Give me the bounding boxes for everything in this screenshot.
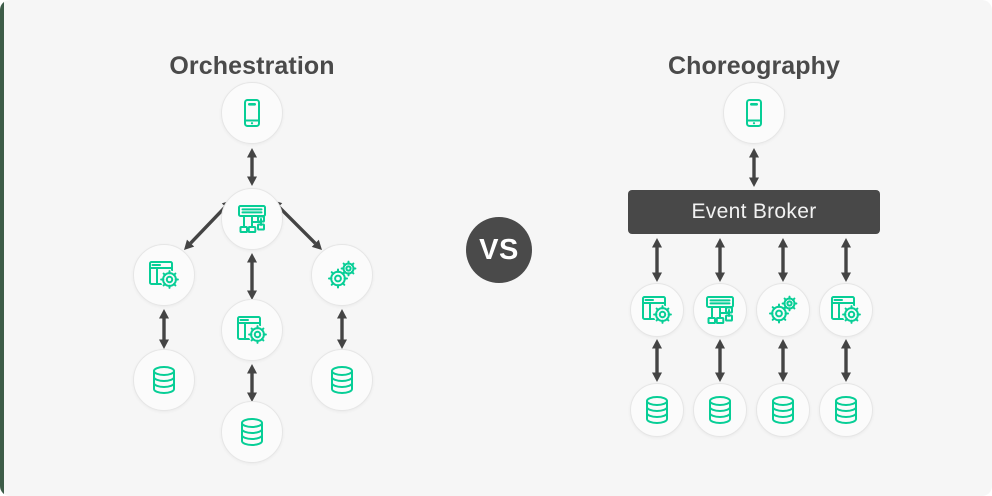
- sitemap-icon: [703, 293, 737, 327]
- node-database-4: [819, 383, 873, 437]
- database-icon: [641, 394, 673, 426]
- arrow-broker-service-4: [841, 238, 851, 282]
- node-orchestrator: [221, 188, 283, 250]
- arrow-service-right-database-right: [337, 309, 347, 349]
- node-service-1: [630, 283, 684, 337]
- event-broker-bar: Event Broker: [628, 190, 880, 234]
- database-icon: [704, 394, 736, 426]
- arrow-client-broker: [749, 148, 759, 187]
- arrow-orchestrator-service-center: [247, 253, 257, 300]
- node-service-center: [221, 299, 283, 361]
- window-gear-icon: [235, 313, 269, 347]
- node-database-2: [693, 383, 747, 437]
- database-icon: [236, 416, 268, 448]
- database-icon: [767, 394, 799, 426]
- window-gear-icon: [640, 293, 674, 327]
- mobile-icon: [235, 96, 269, 130]
- arrow-broker-service-3: [778, 238, 788, 282]
- arrow-service-database-1: [652, 339, 662, 382]
- left-edge-accent-strip: [0, 0, 4, 496]
- node-database-1: [630, 383, 684, 437]
- node-service-right: [311, 244, 373, 306]
- node-service-4: [819, 283, 873, 337]
- window-gear-icon: [147, 258, 181, 292]
- node-database-center: [221, 401, 283, 463]
- gears-icon: [325, 258, 359, 292]
- arrow-broker-service-1: [652, 238, 662, 282]
- node-service-left: [133, 244, 195, 306]
- arrow-service-center-database-center: [247, 364, 257, 402]
- node-service-2: [693, 283, 747, 337]
- node-service-3: [756, 283, 810, 337]
- window-gear-icon: [829, 293, 863, 327]
- node-database-3: [756, 383, 810, 437]
- arrow-client-orchestrator: [247, 148, 257, 186]
- arrow-service-database-4: [841, 339, 851, 382]
- node-client-mobile: [221, 82, 283, 144]
- arrow-broker-service-2: [715, 238, 725, 282]
- arrow-service-left-database-left: [159, 309, 169, 349]
- database-icon: [148, 364, 180, 396]
- arrow-service-database-2: [715, 339, 725, 382]
- node-database-left: [133, 349, 195, 411]
- event-broker-label: Event Broker: [691, 200, 817, 223]
- gears-icon: [766, 293, 800, 327]
- node-database-right: [311, 349, 373, 411]
- sitemap-icon: [235, 202, 269, 236]
- vs-badge: VS: [466, 217, 532, 283]
- database-icon: [326, 364, 358, 396]
- page-title-orchestration: Orchestration: [169, 52, 335, 80]
- mobile-icon: [737, 96, 771, 130]
- node-client-mobile: [723, 82, 785, 144]
- database-icon: [830, 394, 862, 426]
- page-title-choreography: Choreography: [667, 52, 841, 80]
- vs-label: VS: [479, 233, 519, 266]
- arrow-service-database-3: [778, 339, 788, 382]
